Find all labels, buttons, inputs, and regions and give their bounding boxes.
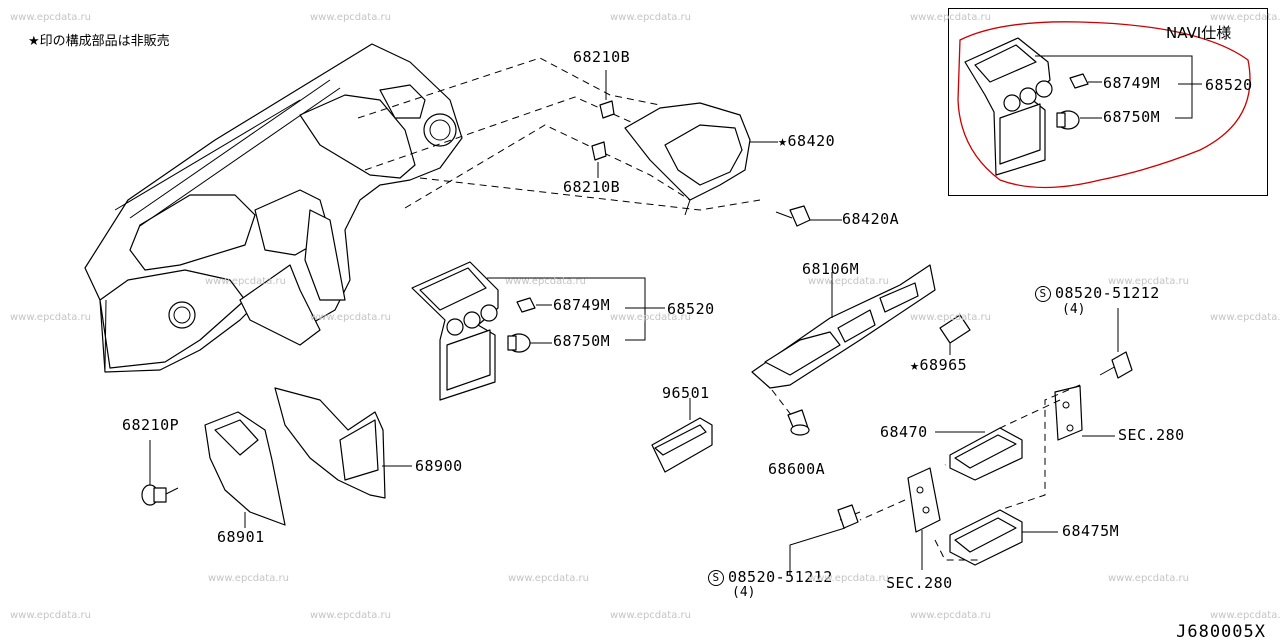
label-sec280-right: SEC.280 [1118, 426, 1185, 444]
clip-68210b-upper [599, 100, 615, 119]
navi-knob-68750m [1056, 110, 1080, 130]
bolt-s-marker-top: S [1035, 286, 1051, 302]
navi-spec-inset-frame [948, 8, 1268, 196]
watermark: www.epcdata.ru [610, 312, 691, 323]
label-68600a: 68600A [768, 460, 826, 478]
label-68420: ★68420 [778, 132, 836, 150]
label-68475m: 68475M [1062, 522, 1120, 540]
finisher-panel-68106m [751, 264, 936, 389]
clip-68210b-lower [591, 141, 607, 161]
meter-hood-68420 [624, 102, 751, 216]
label-68210b-bottom: 68210B [563, 178, 621, 196]
label-68106m: 68106M [802, 260, 860, 278]
watermark: www.epcdata.ru [610, 610, 691, 621]
label-68901: 68901 [217, 528, 265, 546]
duct-68900 [274, 387, 386, 499]
switch-68749m [516, 297, 536, 313]
navi-highlight-outline [957, 21, 1251, 189]
label-68470: 68470 [880, 423, 928, 441]
knob-68750m [507, 333, 531, 353]
watermark: www.epcdata.ru [808, 573, 889, 584]
watermark: www.epcdata.ru [910, 12, 991, 23]
label-navi-68750m: 68750M [1103, 108, 1161, 126]
label-68420a: 68420A [842, 210, 900, 228]
watermark: www.epcdata.ru [10, 610, 91, 621]
watermark: www.epcdata.ru [205, 276, 286, 287]
watermark: www.epcdata.ru [208, 573, 289, 584]
navi-spec-title: NAVI仕様 [1166, 24, 1232, 42]
label-navi-68749m: 68749M [1103, 74, 1161, 92]
label-68210p: 68210P [122, 416, 180, 434]
watermark: www.epcdata.ru [1108, 573, 1189, 584]
watermark: www.epcdata.ru [505, 276, 586, 287]
watermark: www.epcdata.ru [910, 610, 991, 621]
navi-cluster-68520 [964, 37, 1053, 176]
clip-68600a [787, 409, 810, 436]
clip-68210p [141, 484, 179, 506]
watermark: www.epcdata.ru [910, 312, 991, 323]
bracket-68901 [204, 411, 286, 526]
bracket-sec280-right [1054, 385, 1083, 441]
lid-68965 [939, 314, 971, 344]
instrument-panel-assembly [84, 43, 463, 373]
label-68749m: 68749M [553, 296, 611, 314]
screw-68420a [775, 205, 811, 227]
label-68900: 68900 [415, 457, 463, 475]
label-96501: 96501 [662, 384, 710, 402]
pocket-68470 [949, 427, 1023, 481]
label-68750m: 68750M [553, 332, 611, 350]
watermark: www.epcdata.ru [1210, 312, 1280, 323]
label-68520: 68520 [667, 300, 715, 318]
watermark: www.epcdata.ru [508, 573, 589, 584]
bolt-08520-51212-upper [1099, 351, 1133, 379]
watermark: www.epcdata.ru [1210, 12, 1280, 23]
label-sec280-bottom: SEC.280 [886, 574, 953, 592]
qty-08520-51212-top: (4) [1062, 302, 1086, 317]
watermark: www.epcdata.ru [1108, 276, 1189, 287]
watermark: www.epcdata.ru [10, 12, 91, 23]
watermark: www.epcdata.ru [310, 312, 391, 323]
watermark: www.epcdata.ru [808, 276, 889, 287]
center-cluster-68520 [411, 261, 499, 401]
diagram-code: J680005X [1176, 622, 1266, 642]
bracket-sec280-bottom [907, 467, 941, 533]
bolt-08520-51212-lower [837, 504, 861, 529]
bolt-s-marker-bottom: S [708, 570, 724, 586]
watermark: www.epcdata.ru [1210, 610, 1280, 621]
label-08520-51212-top-text: 08520-51212 [1055, 284, 1160, 302]
watermark: www.epcdata.ru [10, 312, 91, 323]
non-serviceable-note: ★印の構成部品は非販売 [28, 34, 170, 49]
label-navi-68520: 68520 [1205, 76, 1253, 94]
part-96501 [651, 417, 713, 473]
label-08520-51212-bottom-text: 08520-51212 [728, 568, 833, 586]
watermark: www.epcdata.ru [610, 12, 691, 23]
label-68210b-top: 68210B [573, 48, 631, 66]
qty-08520-51212-bottom: (4) [732, 585, 756, 600]
label-68965: ★68965 [910, 356, 968, 374]
navi-switch-68749m [1069, 73, 1089, 89]
watermark: www.epcdata.ru [310, 610, 391, 621]
pocket-68475m [949, 509, 1023, 566]
watermark: www.epcdata.ru [310, 12, 391, 23]
